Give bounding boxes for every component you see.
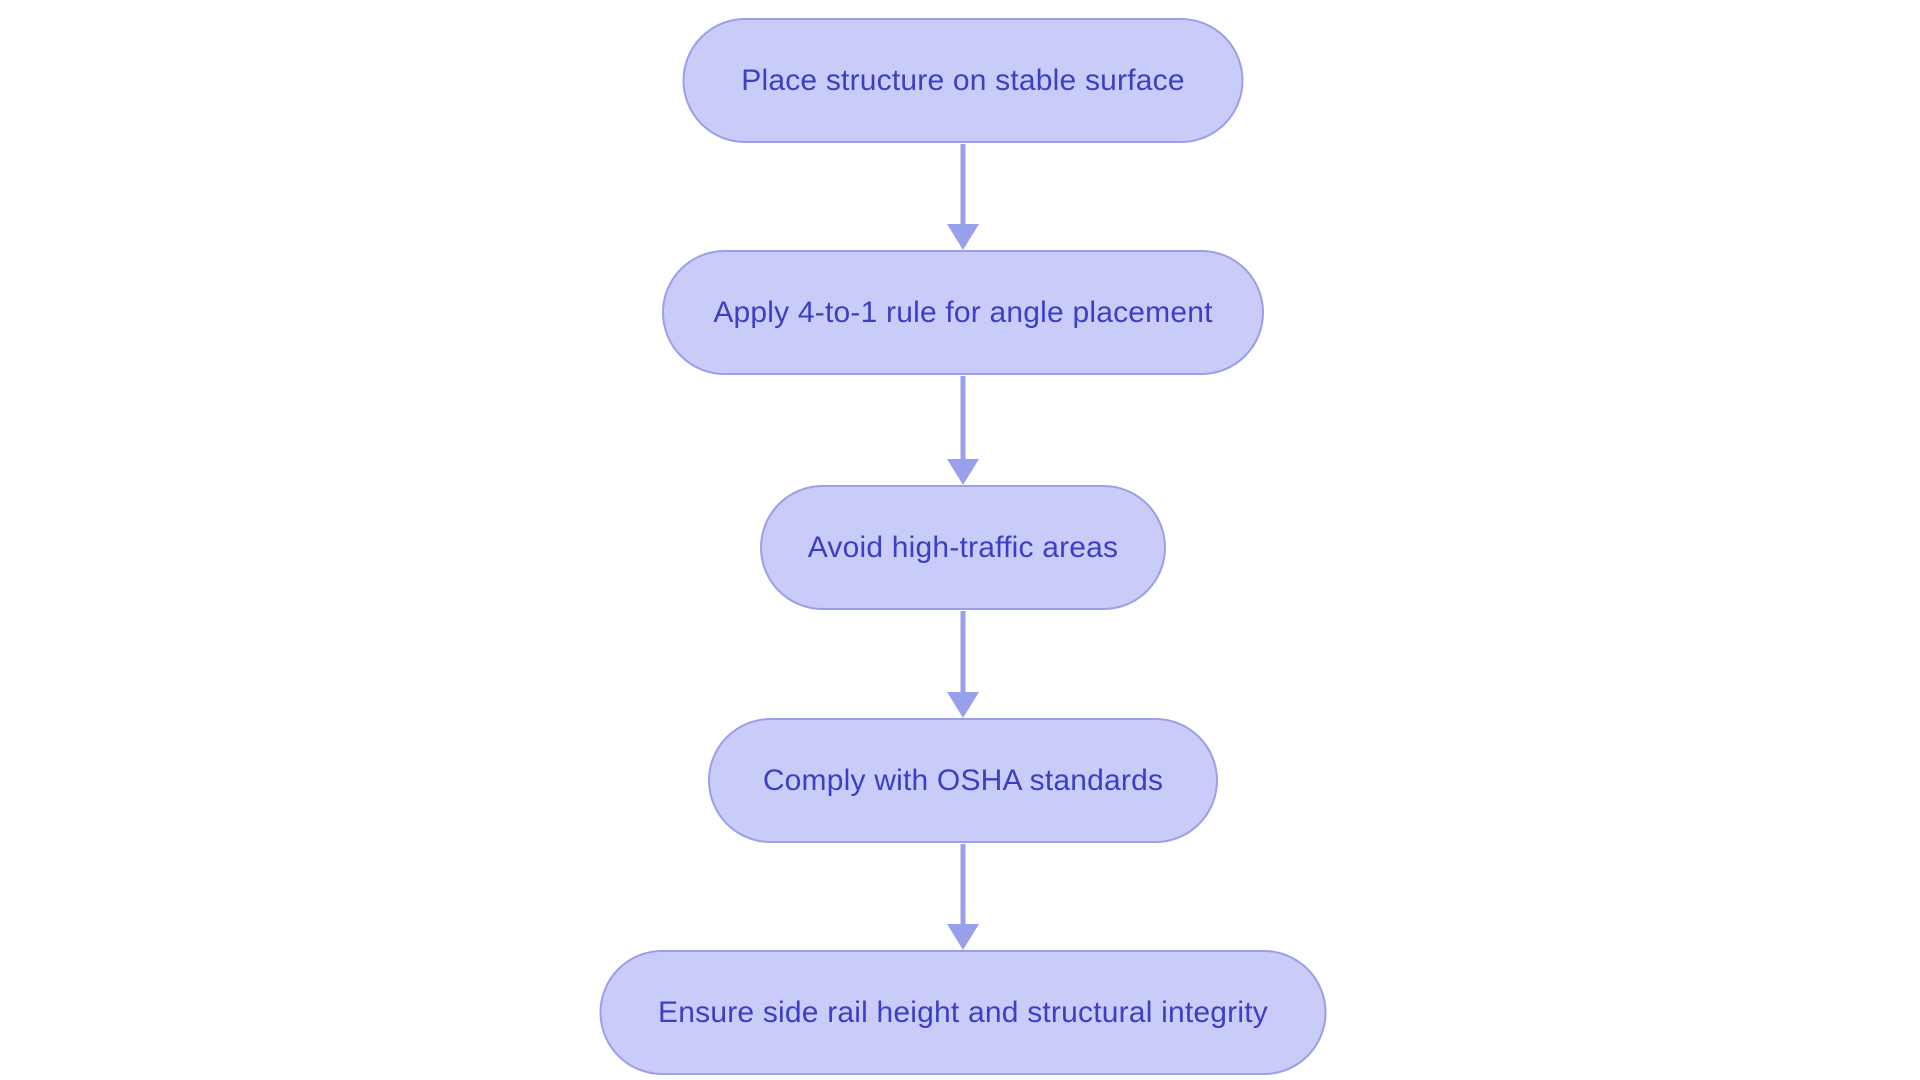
flow-node-osha-standards: Comply with OSHA standards	[708, 718, 1218, 843]
flow-node-side-rail-integrity: Ensure side rail height and structural i…	[599, 950, 1327, 1075]
flow-node-label: Ensure side rail height and structural i…	[658, 995, 1268, 1029]
arrow-down-icon	[947, 144, 979, 250]
arrow-down-icon	[947, 611, 979, 718]
flow-node-label: Apply 4-to-1 rule for angle placement	[713, 295, 1213, 329]
flow-node-label: Place structure on stable surface	[741, 63, 1185, 97]
flow-node-label: Avoid high-traffic areas	[807, 530, 1119, 564]
flow-node-place-structure: Place structure on stable surface	[682, 18, 1244, 143]
flow-node-label: Comply with OSHA standards	[762, 763, 1164, 797]
arrow-down-icon	[947, 376, 979, 485]
flow-node-four-to-one-rule: Apply 4-to-1 rule for angle placement	[662, 250, 1264, 375]
flow-node-avoid-high-traffic: Avoid high-traffic areas	[760, 485, 1166, 610]
arrow-down-icon	[947, 844, 979, 950]
